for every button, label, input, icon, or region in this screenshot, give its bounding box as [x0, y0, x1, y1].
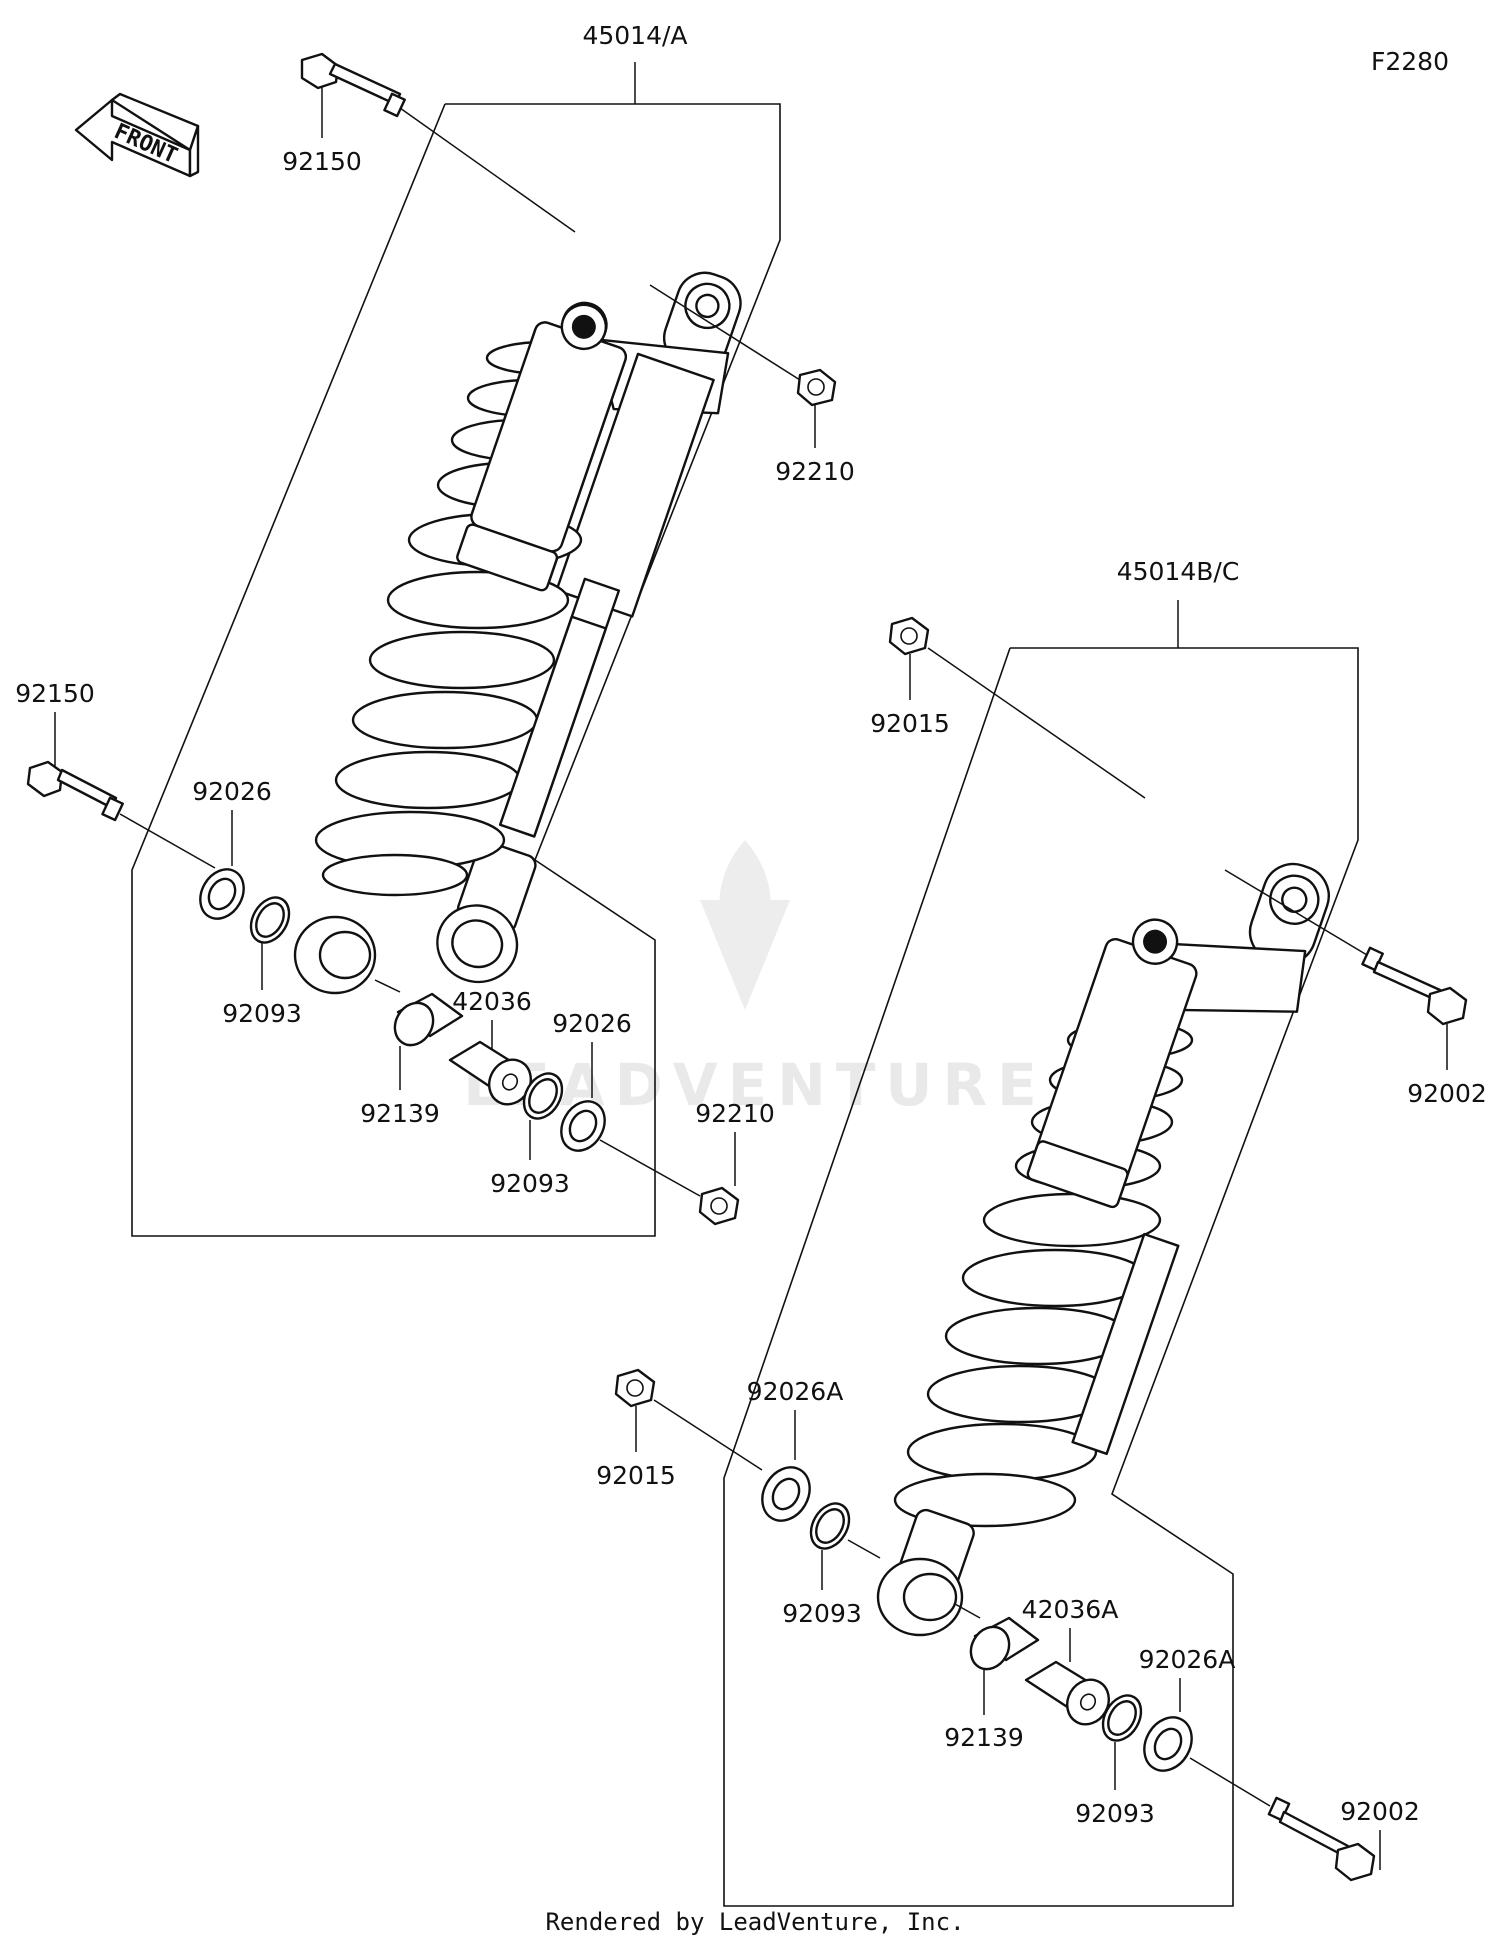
shock-absorber-b: [1026, 862, 1330, 1456]
bolt-92150-top: 92150: [282, 52, 576, 233]
callout-92015-bottom: 92015: [596, 1461, 676, 1490]
assembly-45014bc: 45014B/C: [723, 557, 1359, 1907]
leader-a-top-bolt-line: [399, 107, 576, 233]
bolt-92150-bottom: 92150: [15, 679, 216, 869]
callout-42036: 42036: [452, 987, 532, 1016]
assembly-45014a: 45014/A: [131, 21, 781, 1237]
callout-92210-top: 92210: [775, 457, 855, 486]
ring-92093-b-left: 92093: [782, 1502, 881, 1628]
bolt-92002-bottom: 92002: [1267, 1796, 1420, 1882]
assembly-b-label: 45014B/C: [1117, 557, 1240, 586]
washer-92026a-left: 92026A: [747, 1377, 844, 1522]
callout-92139-b: 92139: [944, 1723, 1024, 1752]
assembly-a-label: 45014/A: [582, 21, 687, 50]
watermark-flame-logo: [700, 840, 790, 1010]
nut-92210-bottom: 92210: [695, 1099, 775, 1226]
callout-92210-bottom: 92210: [695, 1099, 775, 1128]
callout-92150-top: 92150: [282, 147, 362, 176]
callout-92026a-right: 92026A: [1139, 1645, 1236, 1674]
assembly-a-frame: [131, 103, 781, 1237]
nut-92210-top: 92210: [649, 284, 855, 486]
footer-credit: Rendered by LeadVenture, Inc.: [545, 1908, 964, 1936]
callout-92026-right: 92026: [552, 1009, 632, 1038]
sleeve-42036: 42036: [448, 987, 532, 1106]
callout-92093-b-left: 92093: [782, 1599, 862, 1628]
ring-92093-right: 92093: [490, 1072, 570, 1198]
washer-92026a-right: 92026A: [1139, 1645, 1271, 1807]
callout-92015-top: 92015: [870, 709, 950, 738]
callout-92093-left: 92093: [222, 999, 302, 1028]
shock-a-lower-eye: [293, 915, 377, 995]
callout-92026a-left: 92026A: [747, 1377, 844, 1406]
collar-92139-b: 92139: [944, 1603, 1040, 1752]
bolt-92002-top: 92002: [1224, 869, 1487, 1108]
collar-92139-a: 92139: [360, 979, 464, 1128]
washer-92026-left: 92026: [192, 777, 272, 920]
nut-92015-top: 92015: [870, 616, 1146, 799]
diagram-code: F2280: [1371, 47, 1449, 76]
nut-92015-bottom: 92015: [596, 1368, 763, 1490]
callout-92026-left: 92026: [192, 777, 272, 806]
callout-42036a: 42036A: [1022, 1595, 1119, 1624]
callout-92093-b-right: 92093: [1075, 1799, 1155, 1828]
callout-92150-bottom: 92150: [15, 679, 95, 708]
front-arrow-icon: FRONT: [74, 92, 200, 178]
sleeve-42036a: 42036A: [1022, 1595, 1119, 1726]
assembly-b-frame: [723, 647, 1359, 1907]
shock-b-lower-eye: [876, 1508, 975, 1637]
watermark: LEADVENTURE: [463, 840, 1037, 1119]
ring-92093-left: 92093: [222, 896, 302, 1028]
washer-92026-right: 92026: [552, 1009, 701, 1197]
callout-92002-bottom: 92002: [1340, 1797, 1420, 1826]
ring-92093-b-right: 92093: [1075, 1694, 1155, 1828]
callout-92139-a: 92139: [360, 1099, 440, 1128]
callout-92002-top: 92002: [1407, 1079, 1487, 1108]
callout-92093-right: 92093: [490, 1169, 570, 1198]
